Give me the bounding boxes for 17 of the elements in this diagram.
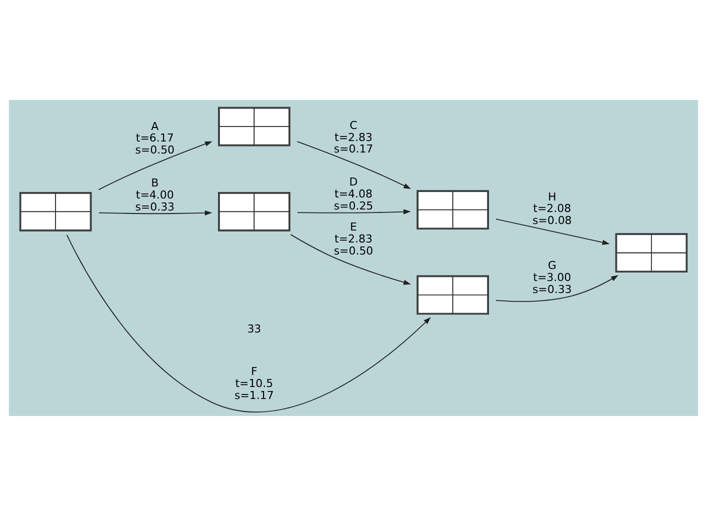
arrow — [495, 218, 610, 245]
arrow — [98, 210, 212, 216]
arrow — [296, 141, 411, 189]
arrow — [297, 209, 411, 214]
edge-label: G t=3.00 s=0.33 — [532, 258, 572, 296]
edge-label: F t=10.5 s=1.17 — [234, 365, 274, 402]
edge-label: C t=2.83 s=0.17 — [334, 118, 374, 156]
edge-label: B t=4.00 s=0.33 — [135, 176, 175, 214]
arrow — [495, 275, 618, 302]
edge-label: E t=2.83 s=0.50 — [334, 220, 374, 258]
edge-label: H t=2.08 s=0.08 — [532, 190, 572, 228]
arrow — [98, 141, 212, 190]
arrow — [290, 234, 411, 285]
arrow — [66, 234, 431, 412]
edge-label: A t=6.17 s=0.50 — [135, 120, 175, 157]
label: 33 — [247, 322, 262, 336]
edge-label: D t=4.08 s=0.25 — [334, 176, 374, 212]
